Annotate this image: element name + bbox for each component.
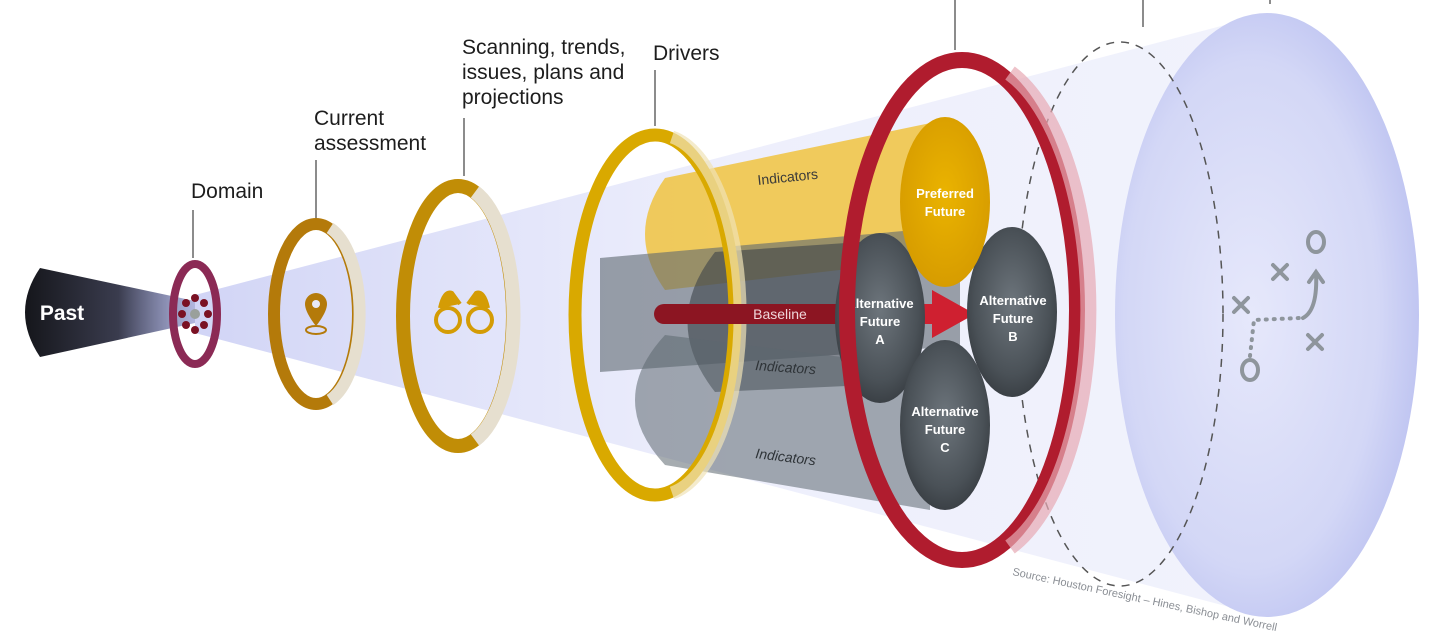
domain-ring	[169, 260, 221, 368]
ring-back-half	[1005, 66, 1097, 554]
alt-a-line3: A	[875, 332, 885, 347]
dots-cluster-icon	[178, 294, 212, 334]
alt-b-line1: Alternative	[979, 293, 1046, 308]
current-label-line2: assessment	[314, 132, 426, 155]
alt-a-line2: Future	[860, 314, 900, 329]
alternative-future-c	[900, 340, 990, 510]
past-cone	[25, 268, 195, 357]
scanning-label-line2: issues, plans and	[462, 61, 624, 84]
alt-c-line3: C	[940, 440, 950, 455]
indicators-bottom-label: Indicators	[755, 445, 817, 468]
playbook-xo-icon	[1232, 230, 1326, 382]
baseline-label: Baseline	[753, 306, 807, 322]
alt-b-line3: B	[1008, 329, 1017, 344]
scanning-label-line1: Scanning, trends,	[462, 36, 625, 59]
future-horizon-disc	[1115, 13, 1419, 617]
scanning-label-line3: projections	[462, 86, 564, 109]
alternative-future-b	[967, 227, 1057, 397]
location-pin-icon	[305, 293, 327, 335]
current-label-line1: Current	[314, 107, 384, 130]
preferred-future	[900, 117, 990, 287]
alt-c-line2: Future	[925, 422, 965, 437]
domain-label: Domain	[191, 180, 263, 203]
alt-b-line2: Future	[993, 311, 1033, 326]
baseline-bar	[654, 304, 864, 324]
ring-back-half	[326, 223, 366, 405]
preferred-future-line1: Preferred	[916, 186, 974, 201]
binoculars-icon	[434, 290, 494, 334]
indicators-mid-label: Indicators	[755, 357, 817, 377]
preferred-future-line2: Future	[925, 204, 965, 219]
alt-c-line1: Alternative	[911, 404, 978, 419]
ring-back-half	[470, 186, 521, 446]
futures-ring	[839, 52, 1085, 568]
alternative-future-a	[835, 233, 925, 403]
alt-a-line1: Alternative	[846, 296, 913, 311]
past-label: Past	[40, 302, 84, 325]
indicators-top-label: Indicators	[757, 166, 819, 188]
drivers-label: Drivers	[653, 42, 720, 65]
